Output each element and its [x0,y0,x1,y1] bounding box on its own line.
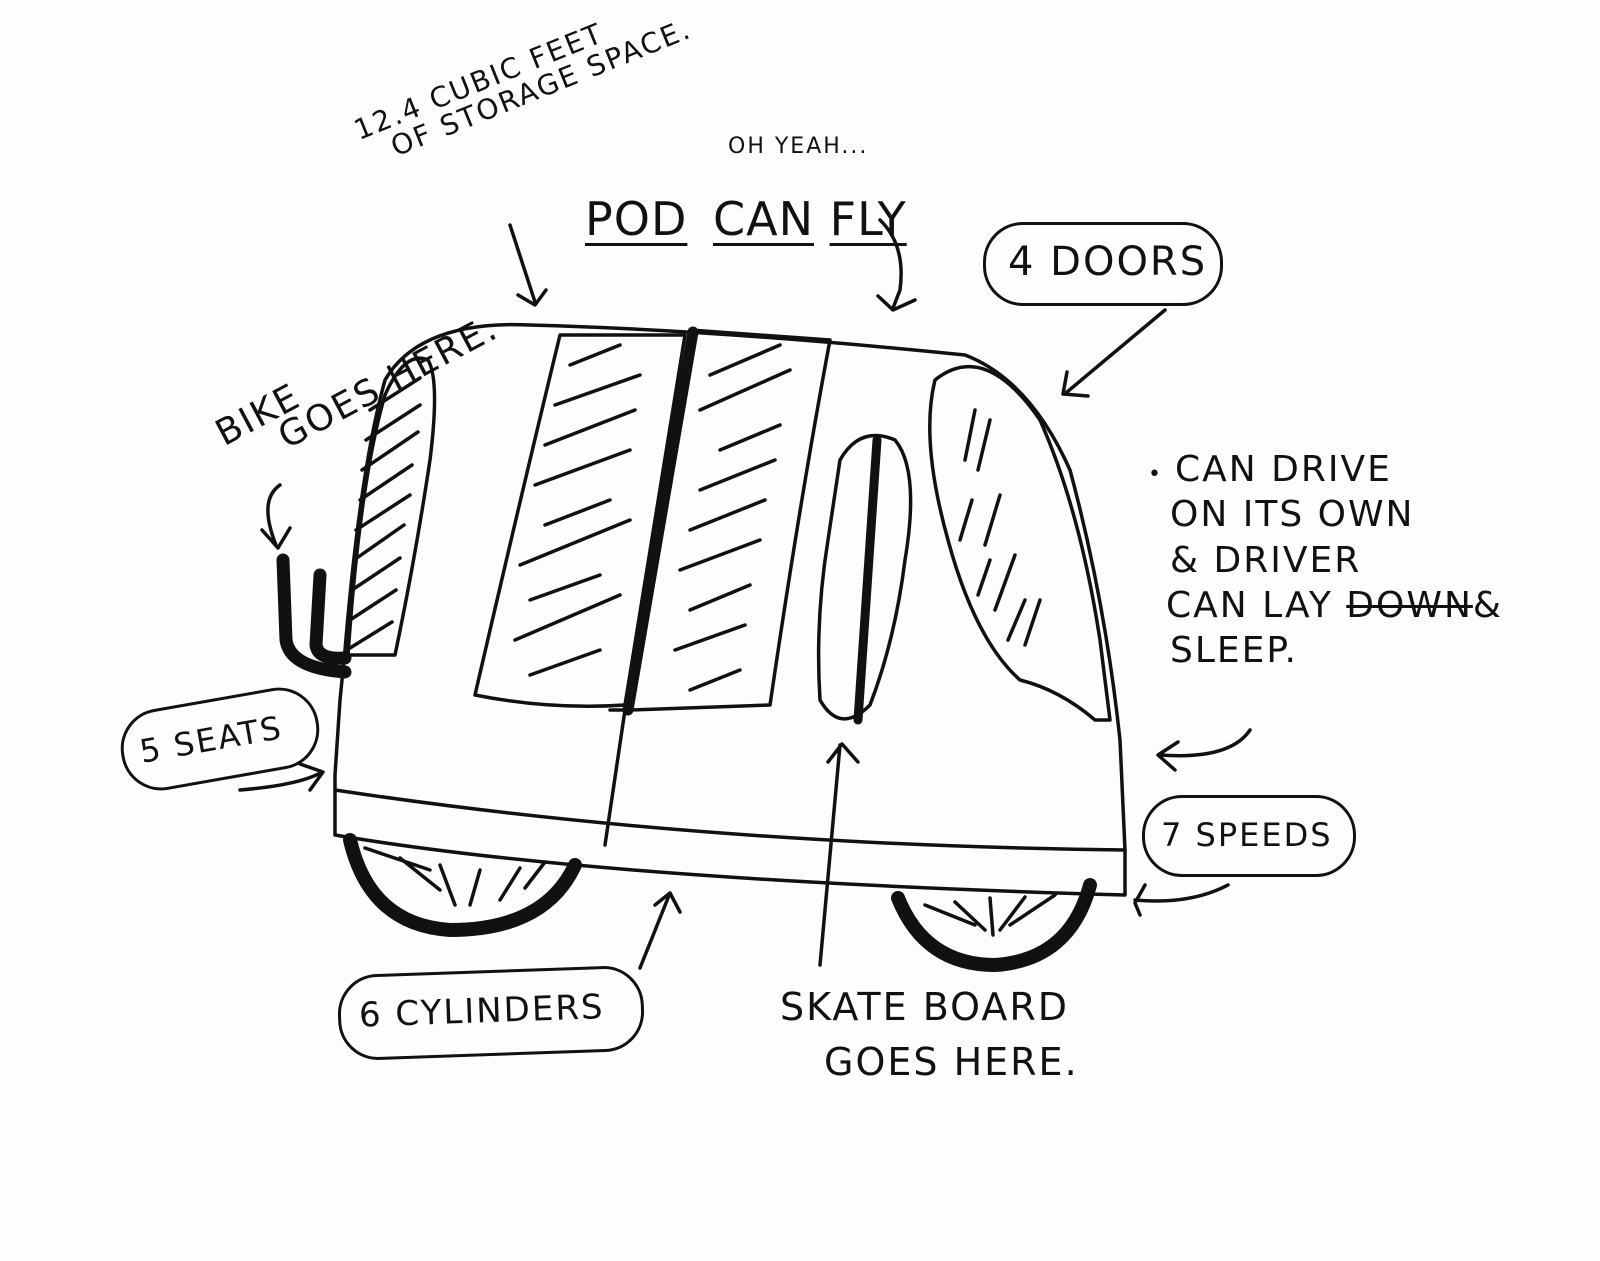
arrows [238,218,1252,970]
four-doors-badge: 4 DOORS [983,222,1223,306]
self-driving-line-2: ON ITS OWN [1170,494,1415,536]
skateboard-line-1: SKATE BOARD [780,985,1070,1029]
bike-rack [276,553,352,679]
bullet: • [1148,462,1163,487]
self-driving-line-1: CAN DRIVE [1174,449,1392,490]
self-driving-line-4a: CAN LAY [1166,585,1333,627]
four-doors-text: 4 DOORS [1008,239,1208,285]
door-line-center [603,708,627,847]
rear-window [346,356,437,657]
self-driving-line-4b: & [1472,585,1503,627]
oh-yeah-label: OH YEAH... [728,134,869,159]
six-cylinders-badge: 6 CYLINDERS [336,964,646,1062]
door-center-bar [622,326,699,716]
window-mid-left [473,333,687,708]
skateboard-annotation: SKATE BOARD GOES HERE. [780,980,1079,1090]
can-word: CAN [713,192,814,246]
front-wheel [891,878,1097,972]
skateboard-line-2: GOES HERE. [824,1040,1079,1085]
five-seats-text: 5 SEATS [136,708,286,771]
body-stripe [333,788,1127,852]
car-body [333,322,1127,897]
fly-word: FLY [829,192,907,246]
pod-word: POD [585,192,688,246]
pod-can-fly-label: POD CAN FLY [585,195,907,243]
seven-speeds-badge: 7 SPEEDS [1142,795,1356,877]
six-cylinders-text: 6 CYLINDERS [358,987,606,1036]
self-driving-struck-word: DOWN [1346,585,1473,627]
self-driving-line-3: & DRIVER [1170,539,1362,581]
window-mid-right [628,328,832,712]
self-driving-line-5: SLEEP. [1170,630,1298,672]
self-driving-annotation: • CAN DRIVE ON ITS OWN & DRIVER CAN LAY D… [1148,447,1503,674]
door-handle [816,433,913,721]
front-window [928,364,1112,722]
seven-speeds-text: 7 SPEEDS [1161,816,1333,854]
rear-wheel [343,833,582,937]
